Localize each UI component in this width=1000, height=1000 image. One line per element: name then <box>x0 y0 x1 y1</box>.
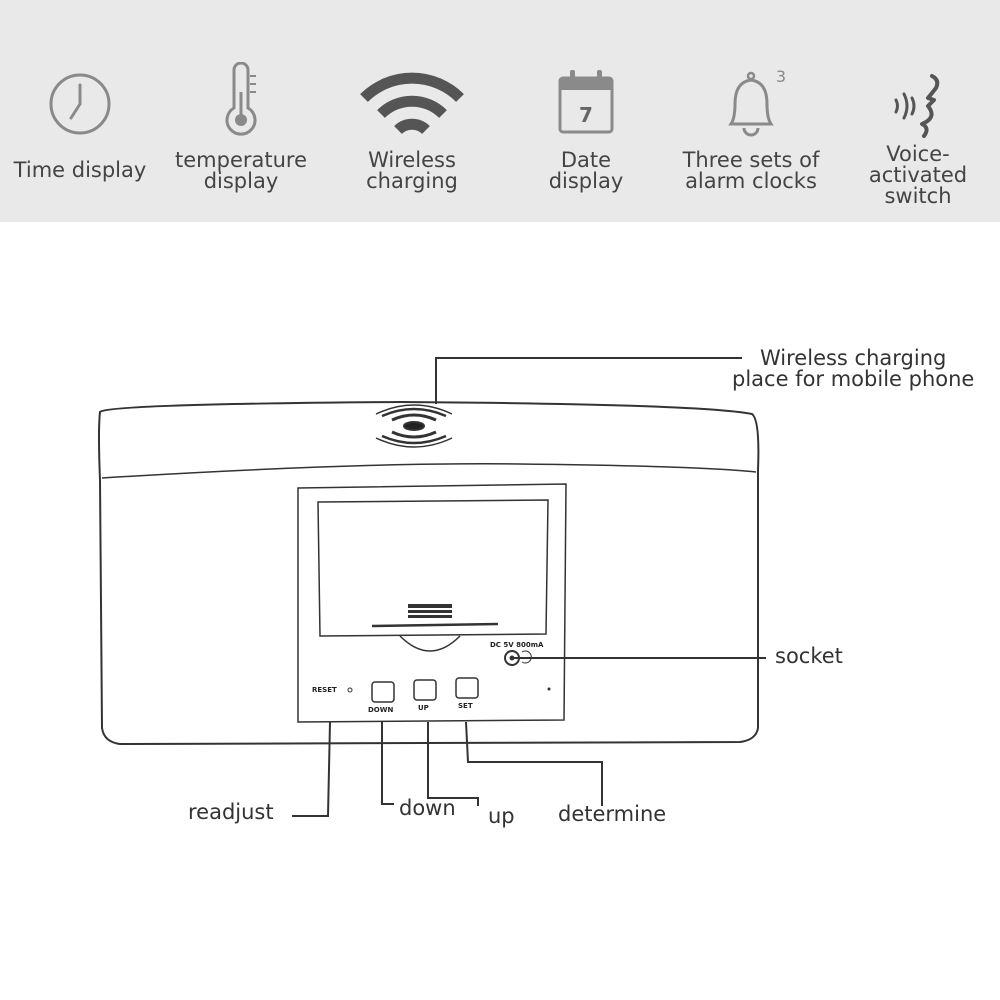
feature-time: Time display <box>0 0 160 222</box>
wireless-charging-icon <box>330 64 494 144</box>
wireless-pad-icon <box>375 404 453 448</box>
feature-temperature-label: temperature display <box>175 148 307 193</box>
feature-wireless: Wireless charging <box>330 0 494 222</box>
feature-bar: Time display temperature display <box>0 0 1000 222</box>
reset-hole <box>347 687 353 693</box>
up-button <box>413 679 437 701</box>
feature-voice: Voice- activated switch <box>840 0 996 222</box>
display-screen <box>317 499 549 637</box>
calendar-icon: 7 <box>508 64 664 144</box>
callout-determine: determine <box>558 802 667 826</box>
device-body <box>98 400 760 746</box>
reset-label: RESET <box>312 686 337 694</box>
feature-time-label: Time display <box>13 158 147 182</box>
clock-icon <box>0 64 160 144</box>
callout-wireless-place: Wireless charging place for mobile phone <box>732 346 975 391</box>
device-top-edge <box>101 463 757 479</box>
clock-device-diagram <box>98 357 766 817</box>
leader-down <box>381 722 394 805</box>
down-button-label: DOWN <box>368 706 394 714</box>
callout-up: up <box>488 804 515 828</box>
calendar-day: 7 <box>579 103 593 127</box>
feature-date-label: Date display <box>548 148 624 193</box>
alarm-count: 3 <box>776 67 786 86</box>
phone-stand <box>371 604 499 652</box>
down-button <box>371 681 395 703</box>
display-frame <box>297 483 567 723</box>
callout-readjust: readjust <box>188 800 274 824</box>
feature-date: 7 Date display <box>508 0 664 222</box>
voice-icon <box>840 66 996 146</box>
bell-icon: 3 <box>668 64 834 144</box>
feature-alarms-label: Three sets of alarm clocks <box>682 148 820 193</box>
feature-temperature: temperature display <box>160 0 322 222</box>
callout-down: down <box>399 796 456 820</box>
up-button-label: UP <box>418 704 429 712</box>
leader-up <box>427 722 479 806</box>
set-button <box>455 677 479 699</box>
leader-wireless <box>435 357 742 404</box>
set-button-label: SET <box>458 702 473 710</box>
leader-readjust <box>292 721 331 817</box>
thermometer-icon <box>160 62 322 142</box>
feature-wireless-label: Wireless charging <box>366 148 458 193</box>
leader-determine <box>465 721 603 806</box>
callout-socket: socket <box>775 644 843 668</box>
feature-voice-label: Voice- activated switch <box>868 142 968 208</box>
feature-alarms: 3 Three sets of alarm clocks <box>668 0 834 222</box>
power-rating-label: DC 5V 800mA <box>490 641 544 649</box>
